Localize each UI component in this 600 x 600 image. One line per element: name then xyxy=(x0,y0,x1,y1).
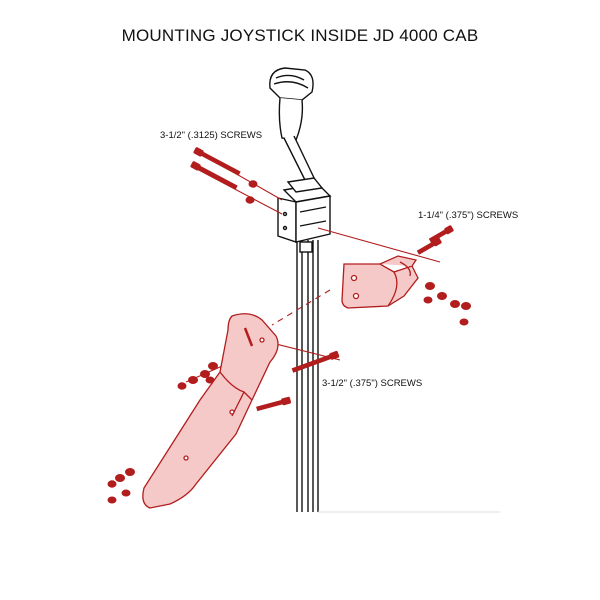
right-bracket xyxy=(341,255,419,309)
cable-bundle xyxy=(296,240,319,512)
nut-left-2 xyxy=(188,376,198,384)
joystick-handle xyxy=(269,67,317,187)
nut-bl-3 xyxy=(125,468,135,476)
callout-top-screws: 3-1/2" (.3125) SCREWS xyxy=(160,130,263,141)
nut-left-5 xyxy=(205,376,215,384)
nut-right-1 xyxy=(425,282,435,290)
nut-bl-5 xyxy=(121,489,131,497)
washer-top-2 xyxy=(245,196,255,204)
nut-right-6 xyxy=(459,318,469,326)
screw-top-2 xyxy=(190,161,238,190)
nut-left-4 xyxy=(208,362,218,370)
nut-right-4 xyxy=(461,302,471,310)
nut-right-5 xyxy=(423,296,433,304)
top-screws xyxy=(190,147,258,204)
screw-top-1 xyxy=(193,147,241,176)
nut-left-1 xyxy=(177,382,187,390)
nut-right-3 xyxy=(450,300,460,308)
diagram-title: MOUNTING JOYSTICK INSIDE JD 4000 CAB xyxy=(121,26,479,45)
screw-right-2 xyxy=(416,237,442,255)
left-nuts xyxy=(177,362,218,390)
bottom-screws xyxy=(256,350,340,412)
callout-right-screws: 1-1/4" (.375") SCREWS xyxy=(418,210,519,221)
joystick-base xyxy=(277,177,332,253)
washer-top-1 xyxy=(248,180,258,188)
bottom-left-nuts xyxy=(107,468,135,504)
nut-bl-4 xyxy=(107,496,117,504)
nut-left-3 xyxy=(200,370,210,378)
callout-bottom-screws: 3-1/2" (.375") SCREWS xyxy=(322,378,423,389)
nut-bl-1 xyxy=(107,480,117,488)
nut-right-2 xyxy=(437,292,447,300)
screw-bottom-2 xyxy=(256,396,292,412)
right-screws xyxy=(416,225,471,326)
nut-bl-2 xyxy=(115,474,125,482)
mounting-plate xyxy=(142,313,279,509)
screw-bottom-1 xyxy=(291,350,340,373)
